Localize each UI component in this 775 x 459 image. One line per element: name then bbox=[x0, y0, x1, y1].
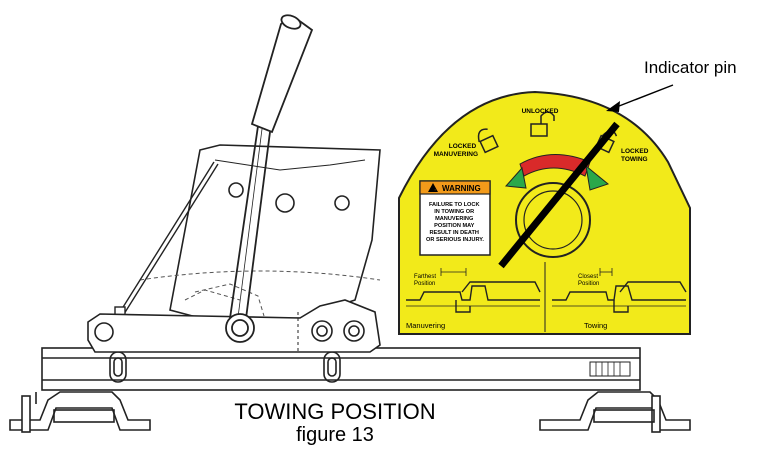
unlocked-arc bbox=[519, 153, 591, 177]
lock-indicator-decal: LOCKED MANUVERING UNLOCKED LOCKED TOWING… bbox=[398, 90, 691, 335]
manuvering-label: Manuvering bbox=[406, 321, 445, 330]
right-foot-bracket bbox=[539, 391, 691, 433]
caption-figure-number: figure 13 bbox=[296, 424, 374, 446]
farthest-position-note: Farthest Position bbox=[414, 274, 438, 287]
unlocked-lock-icon bbox=[530, 111, 555, 137]
towing-mini-diagram bbox=[552, 268, 687, 313]
locked-manuvering-label: LOCKED MANUVERING bbox=[434, 143, 478, 158]
left-foot-bracket bbox=[9, 391, 151, 433]
indicator-pin bbox=[498, 121, 620, 269]
warning-header: WARNING bbox=[442, 184, 481, 193]
caption-title: TOWING POSITION bbox=[234, 399, 436, 424]
locked-towing-arrow bbox=[585, 164, 610, 191]
locked-manuvering-arrow bbox=[504, 166, 527, 189]
hitch-side-plate bbox=[169, 144, 381, 321]
svg-text:!: ! bbox=[435, 188, 436, 192]
base-rail bbox=[41, 347, 641, 391]
warning-box: ! WARNING FAILURE TO LOCK IN TOWING OR M… bbox=[419, 180, 491, 256]
towing-label: Towing bbox=[584, 321, 607, 330]
indicator-dial-inner bbox=[523, 190, 583, 250]
indicator-pin-callout-arrow bbox=[606, 84, 674, 112]
handle-lever bbox=[225, 14, 314, 343]
manuvering-mini-diagram bbox=[406, 268, 541, 313]
warning-body: FAILURE TO LOCK IN TOWING OR MANUVERING … bbox=[426, 202, 484, 243]
unlocked-label: UNLOCKED bbox=[522, 108, 559, 115]
closest-position-note: Closest Position bbox=[578, 274, 600, 287]
hidden-linkage bbox=[139, 270, 381, 317]
indicator-pin-callout: Indicator pin bbox=[644, 58, 737, 77]
locked-towing-label: LOCKED TOWING bbox=[621, 148, 650, 163]
warning-triangle-icon bbox=[428, 183, 438, 192]
indicator-dial-outer bbox=[515, 182, 591, 258]
locked-manuvering-lock-icon bbox=[477, 128, 499, 154]
